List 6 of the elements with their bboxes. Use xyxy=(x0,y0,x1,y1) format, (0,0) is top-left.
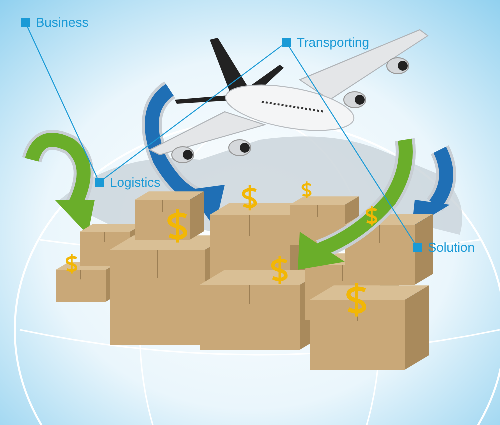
callout-label: Logistics xyxy=(110,175,161,190)
callout-label: Business xyxy=(36,15,89,30)
callout-label: Transporting xyxy=(297,35,370,50)
leader-line xyxy=(288,46,416,244)
leader-line xyxy=(104,45,282,180)
leader-line xyxy=(27,26,98,178)
